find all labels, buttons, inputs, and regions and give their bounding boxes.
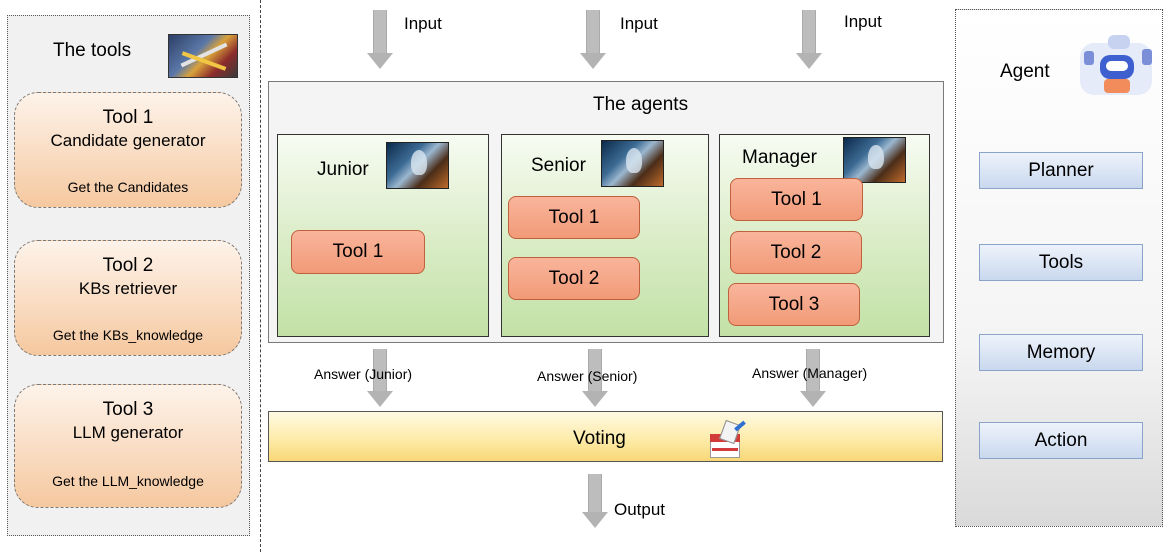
agent-name: Senior (531, 155, 586, 176)
agent-name: Manager (742, 147, 817, 168)
tool-card-3: Tool 3 LLM generator Get the LLM_knowled… (14, 384, 242, 508)
tool-button-label: Tool 1 (771, 189, 822, 210)
tool-card-2: Tool 2 KBs retriever Get the KBs_knowled… (14, 240, 242, 356)
tool-card-title: Tool 1 (102, 107, 154, 128)
tool-card-subtitle: KBs retriever (78, 279, 178, 298)
tool-card-description: Get the Candidates (67, 179, 189, 195)
tool-card-description: Get the LLM_knowledge (52, 473, 204, 489)
component-memory: Memory (979, 334, 1143, 371)
tool-card-subtitle: Candidate generator (50, 131, 206, 150)
answer-label: Answer (Senior) (537, 368, 638, 384)
component-action: Action (979, 422, 1143, 459)
robot-picture (386, 142, 449, 189)
voting-bar (268, 411, 943, 462)
input-label: Input (620, 14, 658, 33)
answer-arrow (582, 349, 608, 407)
agent-panel-title: Agent (1000, 61, 1050, 82)
tool-card-title: Tool 2 (102, 255, 154, 276)
output-arrow (582, 474, 608, 528)
input-arrow (796, 10, 822, 69)
agent-tool-button: Tool 1 (730, 178, 863, 221)
component-tools: Tools (979, 244, 1143, 281)
tool-card-title: Tool 3 (102, 399, 154, 420)
tool-card-description: Get the KBs_knowledge (52, 327, 204, 343)
agent-name: Junior (317, 159, 369, 180)
tools-image (168, 34, 238, 78)
input-label: Input (404, 14, 442, 33)
agent-tool-button: Tool 2 (730, 231, 862, 274)
agent-tool-button: Tool 1 (508, 196, 640, 239)
answer-arrow (800, 349, 826, 407)
agent-tool-button: Tool 2 (508, 257, 640, 300)
tool-button-label: Tool 3 (768, 294, 820, 315)
tool-button-label: Tool 1 (332, 241, 384, 262)
tool-card-subtitle: LLM generator (72, 423, 184, 442)
tool-button-label: Tool 2 (548, 268, 600, 289)
answer-label: Answer (Manager) (752, 365, 868, 381)
output-label: Output (614, 500, 666, 519)
answer-label: Answer (Junior) (314, 366, 413, 382)
tool-button-label: Tool 1 (548, 207, 600, 228)
answer-arrow (367, 349, 393, 407)
agents-title: The agents (593, 94, 689, 115)
tool-card-1: Tool 1 Candidate generator Get the Candi… (14, 92, 242, 208)
tools-panel-title: The tools (53, 40, 132, 61)
component-planner: Planner (979, 152, 1143, 189)
agent-tool-button: Tool 3 (728, 283, 860, 326)
agent-tool-button: Tool 1 (291, 230, 425, 274)
input-arrow (367, 10, 393, 69)
robot-agent-icon (1074, 31, 1160, 99)
tool-button-label: Tool 2 (770, 242, 822, 263)
input-label: Input (844, 12, 882, 31)
voting-label: Voting (573, 428, 626, 449)
robot-picture (601, 140, 664, 187)
ballot-box-icon (706, 419, 748, 460)
input-arrow (580, 10, 606, 69)
divider-line (260, 0, 261, 552)
robot-picture (843, 137, 906, 183)
